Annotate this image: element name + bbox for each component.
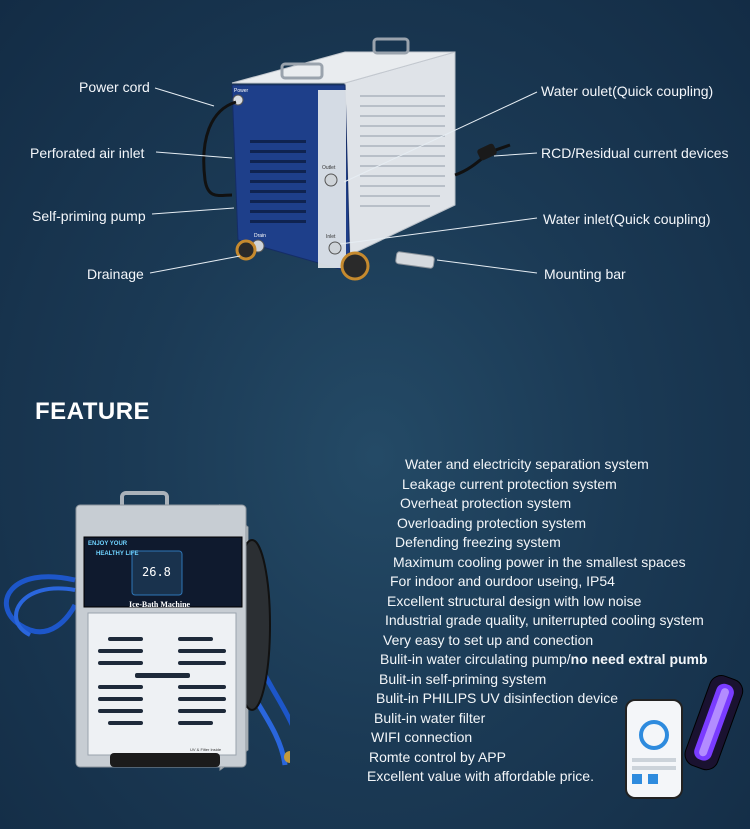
chiller-unit-2 — [3, 491, 290, 771]
feature-item: Bulit-in water filter — [374, 710, 485, 726]
callout-mounting-bar: Mounting bar — [544, 266, 626, 282]
panel-label-inlet: Inlet — [326, 234, 336, 240]
feature-text: Romte control by APP — [369, 748, 506, 765]
callout-water-outlet: Water oulet(Quick coupling) — [541, 83, 714, 99]
callout-air-inlet: Perforated air inlet — [30, 145, 145, 161]
feature-text: Industrial grade quality, uniterrupted c… — [385, 612, 704, 628]
feature-text: Overloading protection system — [397, 514, 587, 531]
chiller-unit-1 — [202, 37, 511, 281]
outlet-coupling-icon — [324, 173, 338, 187]
feature-item: Maximum cooling power in the smallest sp… — [393, 554, 686, 570]
slogan-line-1: ENJOY YOUR — [88, 541, 128, 547]
front-grille — [98, 637, 226, 725]
feature-text: Bulit-in self-priming system — [379, 670, 547, 687]
feature-item: Excellent structural design with low noi… — [387, 593, 641, 609]
feature-item: Bulit-in self-priming system — [379, 671, 546, 687]
callout-rcd: RCD/Residual current devices — [541, 145, 729, 161]
feature-text-bold: no need extral pumb — [570, 651, 708, 667]
front-perforations — [250, 140, 306, 223]
panel-label-outlet: Outlet — [322, 165, 336, 171]
side-perforations — [360, 95, 445, 207]
feature-text: Defending freezing system — [395, 534, 561, 550]
app-and-uv-illustration — [625, 675, 744, 799]
callout-drainage: Drainage — [87, 266, 144, 282]
feature-text: WIFI connection — [371, 729, 473, 745]
brand-name: Ice-Bath Machine — [129, 600, 191, 609]
display-value: 26.8 — [142, 565, 171, 579]
feature-text: Bulit-in water filter — [374, 709, 486, 726]
feature-item: Defending freezing system — [395, 534, 561, 550]
feature-item: Very easy to set up and conection — [383, 632, 593, 648]
feature-item: Excellent value with affordable price. — [367, 768, 594, 784]
panel-label-drain: Drain — [254, 233, 266, 239]
feature-item: Romte control by APP — [369, 749, 506, 765]
feature-item: For indoor and ourdoor useing, IP54 — [390, 573, 615, 589]
top-handle-front — [280, 62, 324, 80]
feature-item: Bulit-in PHILIPS UV disinfection device — [376, 690, 618, 706]
base-handle — [110, 753, 220, 767]
feature-item: Industrial grade quality, uniterrupted c… — [385, 612, 704, 628]
rcd-device-icon — [477, 143, 497, 161]
feature-text: Bulit-in water circulating pump/ — [380, 651, 571, 667]
feature-item: Water and electricity separation system — [405, 456, 649, 472]
feature-text: For indoor and ourdoor useing, IP54 — [390, 573, 615, 589]
feature-text: Very easy to set up and conection — [383, 631, 594, 648]
inlet-coupling-icon — [328, 241, 342, 255]
feature-item: WIFI connection — [371, 729, 472, 745]
feature-text: Maximum cooling power in the smallest sp… — [393, 553, 686, 570]
feature-text: Overheat protection system — [400, 495, 572, 511]
feature-text: Excellent structural design with low noi… — [387, 592, 642, 609]
bottom-label: UV & Filter Inside — [190, 747, 222, 752]
wheel-icon — [235, 239, 257, 261]
slogan-line-2: HEALTHY LIFE — [96, 551, 139, 557]
brass-coupling-icon — [284, 751, 290, 763]
feature-text: Excellent value with affordable price. — [367, 768, 594, 784]
feature-item: Overloading protection system — [397, 515, 586, 531]
callout-pump: Self-priming pump — [32, 208, 146, 224]
callout-power-cord: Power cord — [79, 79, 150, 95]
feature-heading: FEATURE — [35, 398, 151, 425]
feature-item: Overheat protection system — [400, 495, 571, 511]
feature-text: Leakage current protection system — [402, 475, 617, 492]
feature-text: Bulit-in PHILIPS UV disinfection device — [376, 690, 618, 706]
callout-water-inlet: Water inlet(Quick coupling) — [543, 211, 711, 227]
top-handle-back — [372, 37, 410, 55]
chiller-diagram — [149, 37, 538, 281]
mounting-bar-icon — [395, 251, 435, 269]
feature-item: Leakage current protection system — [402, 476, 617, 492]
wheel-icon — [340, 251, 370, 281]
panel-label-power: Power — [234, 88, 249, 94]
control-display — [131, 550, 183, 596]
feature-item: Bulit-in water circulating pump/no need … — [380, 651, 708, 667]
power-cord-cable — [202, 100, 237, 198]
feature-text: Water and electricity separation system — [405, 456, 649, 472]
